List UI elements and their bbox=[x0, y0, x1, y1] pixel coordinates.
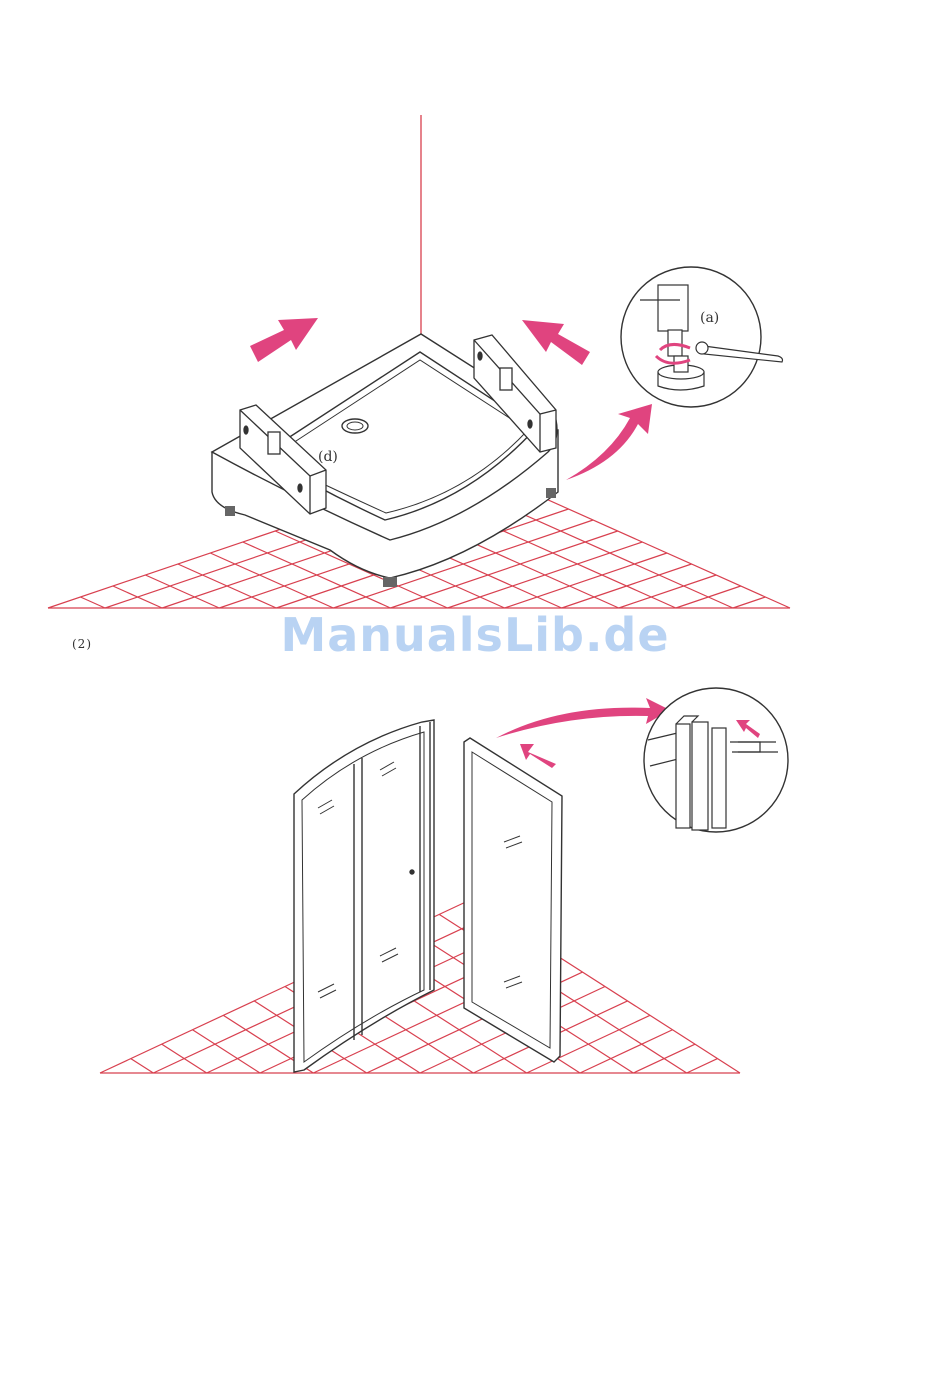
detail-circle-adjustable-foot: (a) bbox=[621, 267, 783, 407]
tray-foot bbox=[546, 488, 556, 498]
callout-arrow-a bbox=[566, 404, 652, 480]
figure-2-panel-assembly bbox=[100, 688, 788, 1073]
grid-line bbox=[193, 1030, 261, 1073]
grid-line bbox=[619, 575, 716, 608]
grid-line bbox=[210, 553, 333, 608]
slide-arrow-panel bbox=[520, 744, 556, 768]
tray-foot bbox=[383, 577, 397, 587]
grid-line bbox=[178, 564, 276, 608]
grid-line bbox=[733, 597, 765, 608]
drain-hole bbox=[342, 419, 368, 433]
step-label-2: (2) bbox=[72, 637, 92, 651]
grid-line bbox=[113, 586, 162, 608]
side-panel bbox=[464, 738, 562, 1062]
figure-1-tray-placement: (d) (a) bbox=[48, 115, 790, 608]
tray-foot bbox=[225, 506, 235, 516]
detail-circle-profile-joint bbox=[644, 688, 788, 832]
curved-door-panel bbox=[294, 720, 434, 1072]
grid-line bbox=[80, 597, 105, 608]
push-arrow-right bbox=[522, 320, 590, 365]
watermark-manualslib: ManualsLib.de bbox=[0, 608, 950, 662]
grid-line bbox=[131, 1059, 154, 1073]
callout-arrow-profile bbox=[496, 698, 670, 738]
part-label-a: (a) bbox=[700, 310, 719, 326]
grid-line bbox=[687, 1059, 718, 1073]
part-label-d: (d) bbox=[318, 449, 338, 465]
grid-line bbox=[145, 575, 219, 608]
grid-line bbox=[162, 1044, 207, 1073]
grid-line bbox=[580, 1030, 673, 1073]
push-arrow-left bbox=[250, 318, 318, 362]
